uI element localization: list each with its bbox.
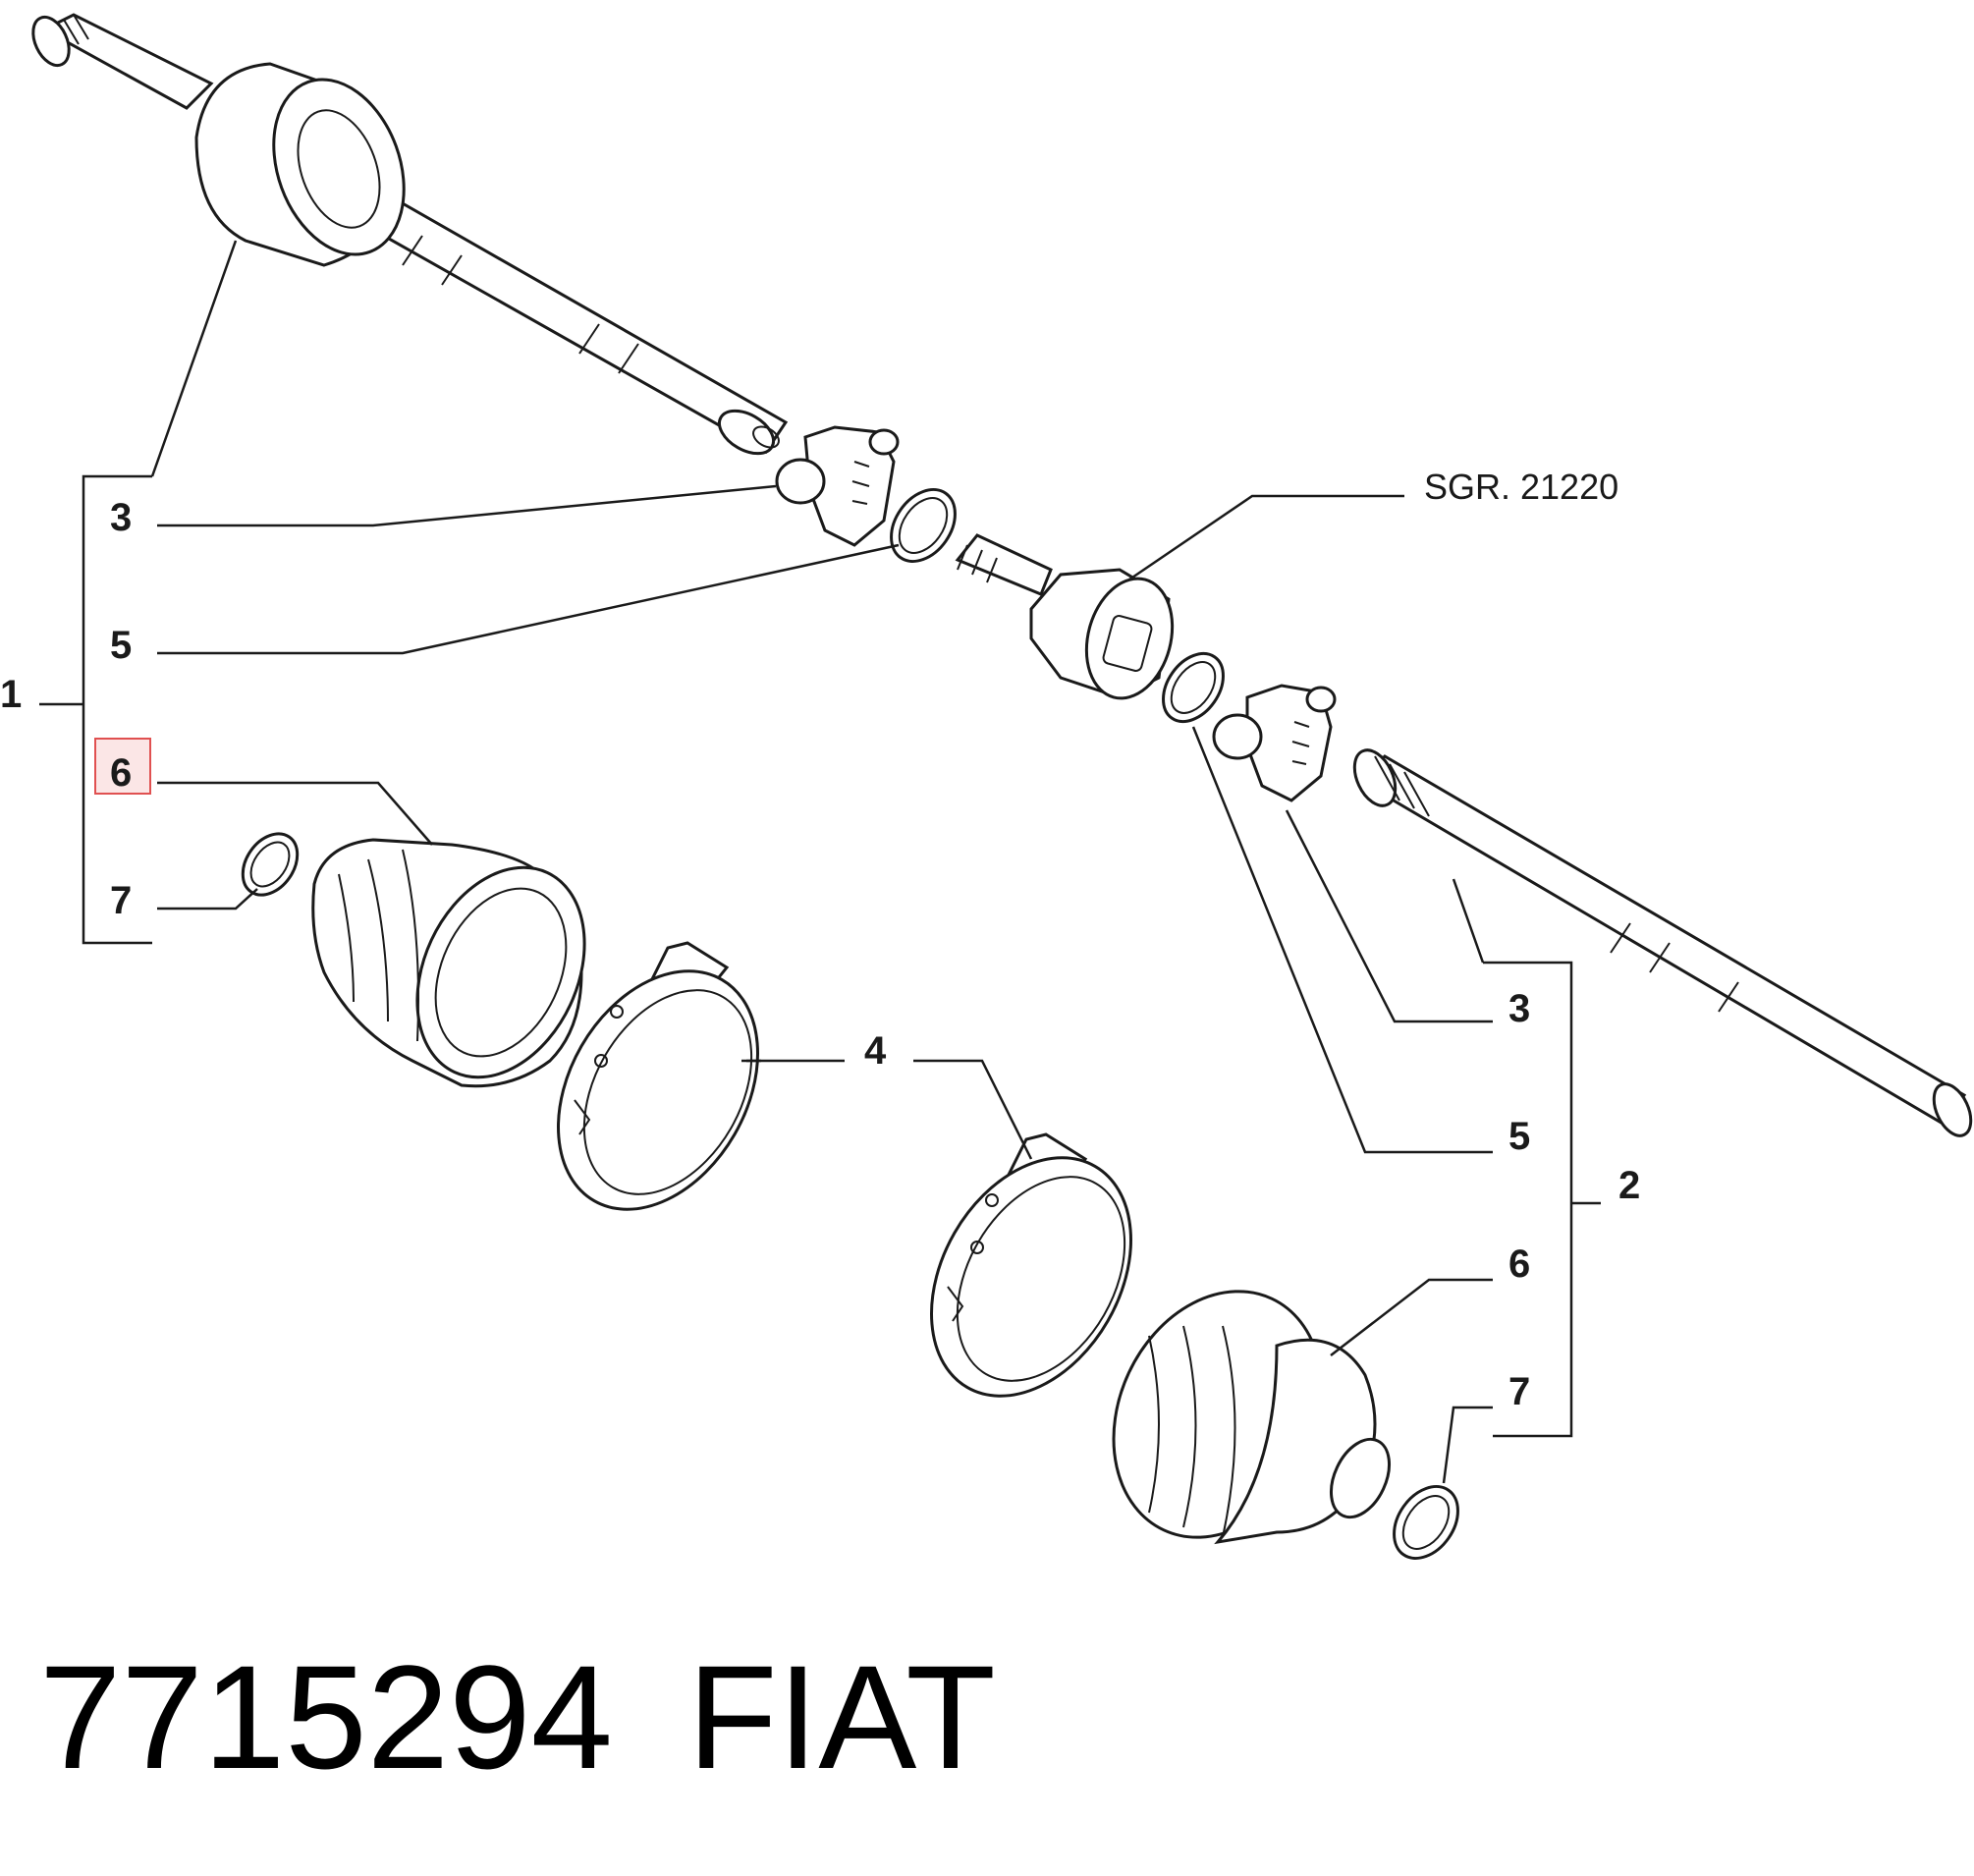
upper-small-clamp — [241, 832, 300, 897]
upper-shaft-assembly — [31, 13, 789, 456]
lower-shaft-assembly — [1352, 748, 1973, 1137]
lower-tripod-joint — [1212, 684, 1337, 802]
callout-upper-5: 5 — [110, 624, 132, 667]
upper-circlip — [890, 488, 957, 563]
callout-1: 1 — [0, 673, 22, 716]
upper-boot — [311, 838, 586, 1088]
callout-upper-7: 7 — [110, 879, 132, 922]
lower-small-clamp — [1393, 1485, 1459, 1560]
callout-upper-3: 3 — [110, 496, 132, 539]
lower-circlip — [1162, 651, 1225, 724]
brand-caption: FIAT — [687, 1634, 996, 1799]
callout-lower-5: 5 — [1508, 1115, 1530, 1158]
callout-lower-7: 7 — [1508, 1370, 1530, 1413]
upper-large-clamp — [557, 941, 759, 1211]
callout-lower-3: 3 — [1508, 987, 1530, 1030]
lower-boot — [1112, 1290, 1392, 1545]
central-housing — [955, 533, 1175, 700]
callout-4: 4 — [864, 1029, 887, 1073]
callout-2: 2 — [1618, 1164, 1640, 1207]
upper-tripod-joint — [775, 425, 900, 547]
part-number-caption: 7715294 — [39, 1634, 613, 1799]
highlight-box — [94, 738, 151, 795]
callout-lower-6: 6 — [1508, 1242, 1530, 1286]
callout-sgr-21220: SGR. 21220 — [1424, 467, 1618, 507]
callout-upper-6: 6 — [110, 751, 132, 795]
leader-lines — [39, 240, 1601, 1484]
